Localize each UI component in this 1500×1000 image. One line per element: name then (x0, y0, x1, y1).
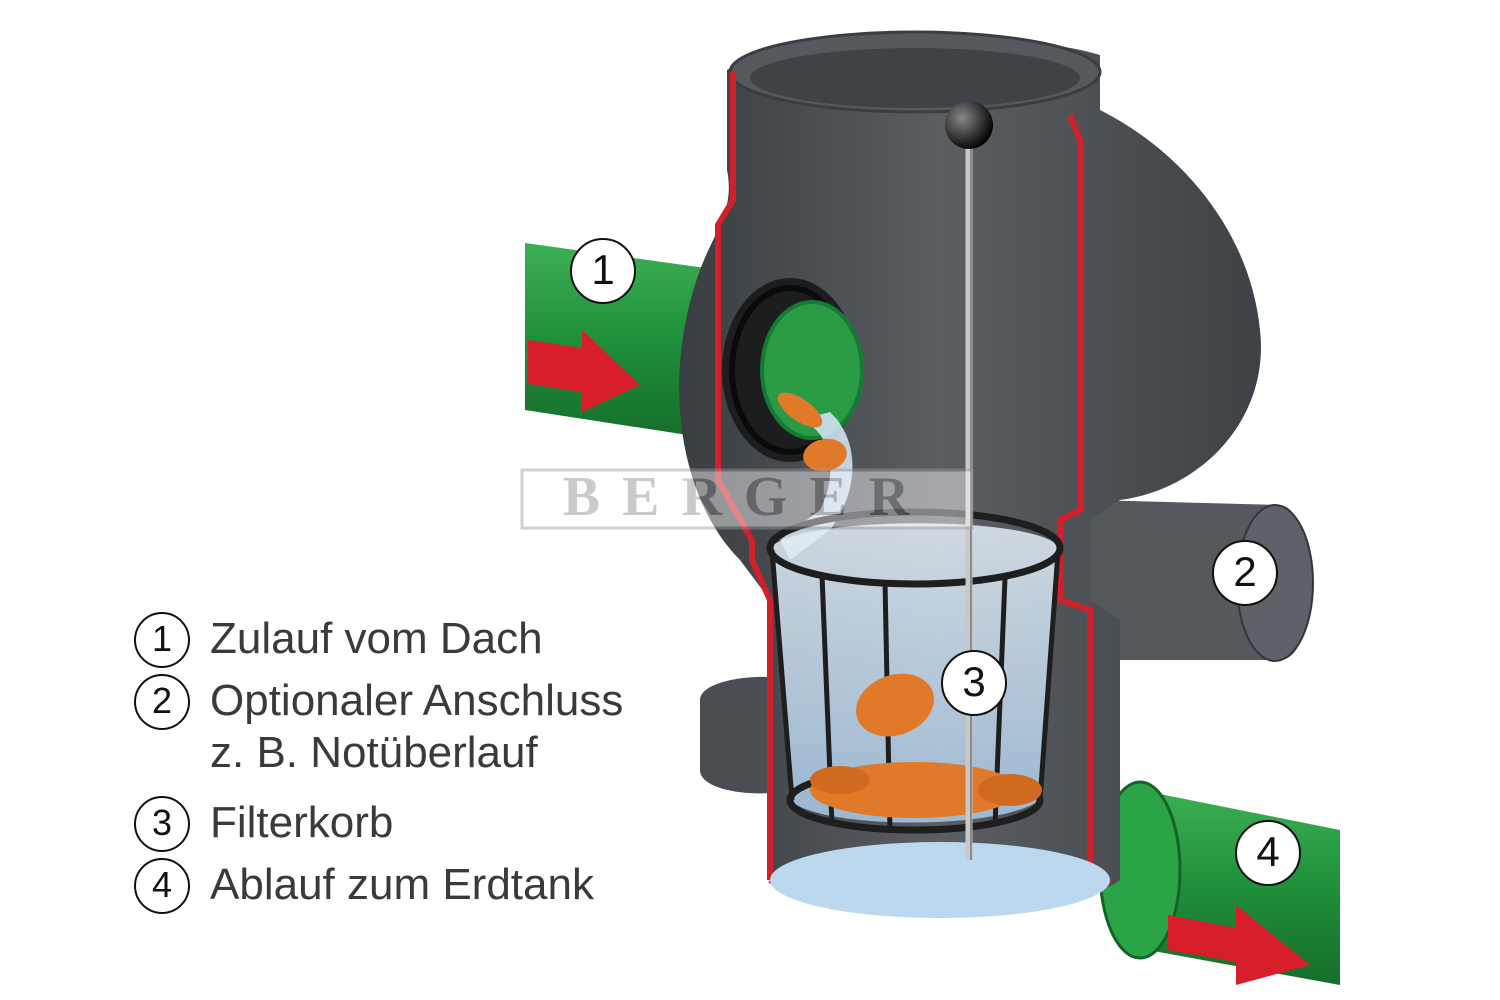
legend-number: 4 (134, 858, 190, 914)
legend-label-continuation: z. B. Notüberlauf (210, 728, 538, 777)
callout-2: 2 (1212, 540, 1278, 606)
leaves-inlet (777, 392, 847, 472)
watermark-logo: BERGER (520, 466, 974, 530)
outlet-arrow (1168, 905, 1310, 985)
legend-label: Zulauf vom Dach (210, 614, 543, 663)
filter-basket (766, 508, 1064, 834)
inlet-arrow (528, 330, 640, 412)
legend-label: Ablauf zum Erdtank (210, 860, 594, 909)
legend-label: Filterkorb (210, 798, 394, 847)
lift-rod (945, 101, 993, 860)
callout-3: 3 (941, 650, 1007, 716)
legend-number: 1 (134, 612, 190, 668)
legend-number: 2 (134, 674, 190, 730)
callout-1: 1 (570, 238, 636, 304)
water-bottom (770, 842, 1110, 918)
legend-label: Optionaler Anschluss (210, 676, 624, 725)
watermark-text: BERGER (563, 466, 932, 528)
callout-4: 4 (1235, 820, 1301, 886)
legend-number: 3 (134, 796, 190, 852)
